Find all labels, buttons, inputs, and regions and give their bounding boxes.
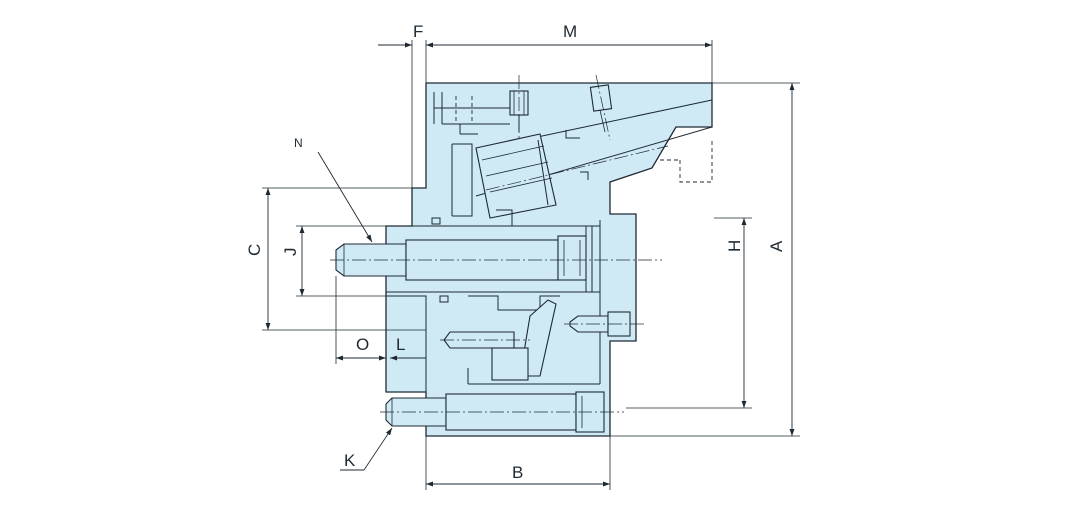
inclined-slide: [475, 99, 713, 219]
main-bolt: [330, 225, 662, 293]
top-bolt-right: [589, 74, 613, 141]
top-bolt-left: [509, 75, 529, 140]
middle-mechanism: [439, 220, 601, 385]
dashed-stopper: [679, 138, 713, 183]
label-L: L: [396, 335, 405, 354]
label-N: N: [294, 136, 303, 150]
side-screw: [564, 311, 644, 337]
label-A: A: [767, 240, 786, 252]
label-J: J: [281, 248, 300, 257]
label-H: H: [725, 240, 744, 252]
label-K: K: [344, 451, 356, 470]
label-M: M: [563, 22, 577, 41]
leader-K: [363, 427, 393, 471]
leader-N: [317, 151, 373, 243]
extension-lines: [262, 40, 800, 490]
label-B: B: [512, 463, 523, 482]
label-C: C: [245, 244, 264, 256]
label-F: F: [413, 22, 423, 41]
inner-pocket: [431, 143, 513, 226]
body-left-step: [386, 295, 427, 392]
bottom-bolt: [380, 391, 624, 433]
top-rails: [433, 92, 510, 135]
label-O: O: [356, 335, 369, 354]
